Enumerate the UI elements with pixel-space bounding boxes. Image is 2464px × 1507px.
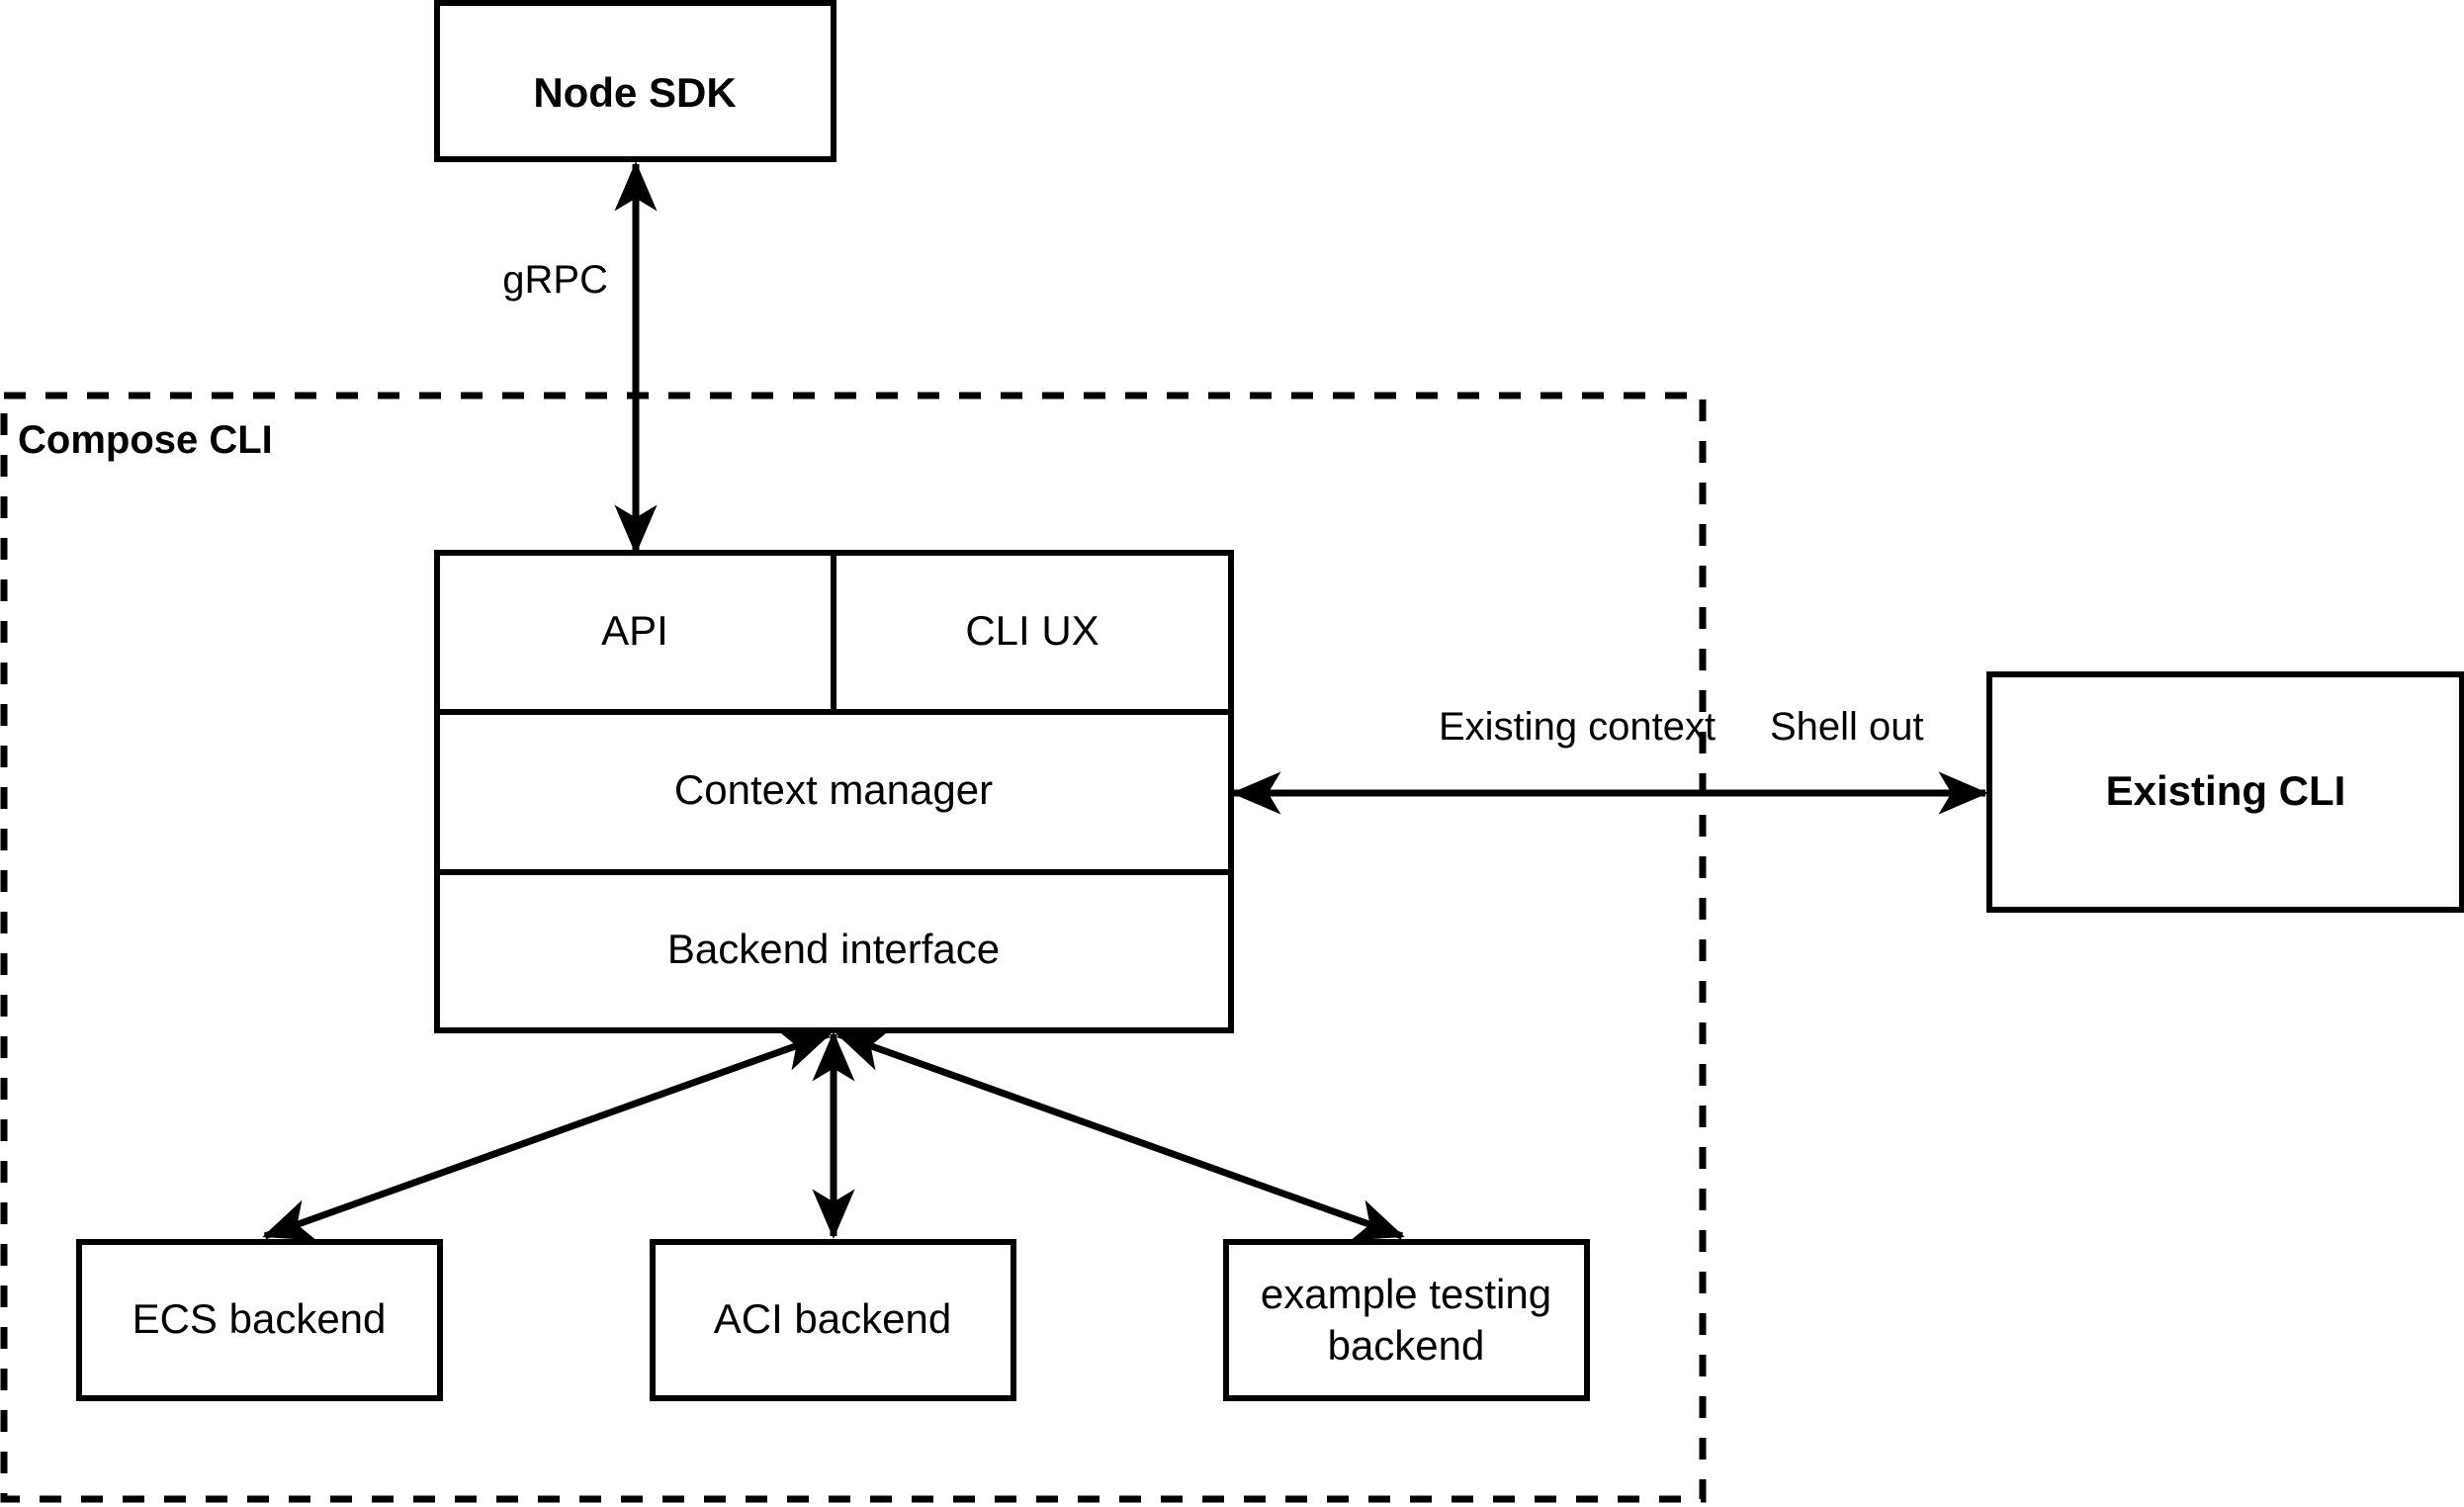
node-sdk-label: Node SDK <box>533 69 736 116</box>
example-testing-backend-box[interactable] <box>1223 1239 1590 1401</box>
existing-cli-box[interactable] <box>1986 671 2464 913</box>
example-testing-backend-connector[interactable] <box>836 1029 1405 1241</box>
cli-ux-label: CLI UX <box>965 607 1099 654</box>
example-testing-backend-label-line1: example testing <box>1261 1271 1551 1317</box>
context-manager-label: Context manager <box>674 766 993 813</box>
aci-backend-label: ACI backend <box>714 1295 951 1342</box>
example-testing-backend-label-line2: backend <box>1328 1322 1485 1369</box>
compose-cli-group-boundary <box>0 392 1707 1503</box>
existing-cli-label: Existing CLI <box>2106 767 2346 814</box>
ecs-backend-connector[interactable] <box>262 1029 832 1241</box>
node-sdk-box[interactable] <box>434 0 836 162</box>
ecs-backend-label: ECS backend <box>132 1295 387 1342</box>
shell-out-edge-label: Shell out <box>1770 705 1924 749</box>
compose-cli-group-label: Compose CLI <box>18 418 273 462</box>
backend-interface-label: Backend interface <box>667 926 1000 972</box>
grpc-edge-label: gRPC <box>502 258 608 302</box>
aci-backend-box[interactable] <box>650 1239 1016 1401</box>
existing-context-edge-label: Existing context <box>1439 705 1716 749</box>
ecs-backend-box[interactable] <box>76 1239 443 1401</box>
api-label: API <box>601 607 668 654</box>
